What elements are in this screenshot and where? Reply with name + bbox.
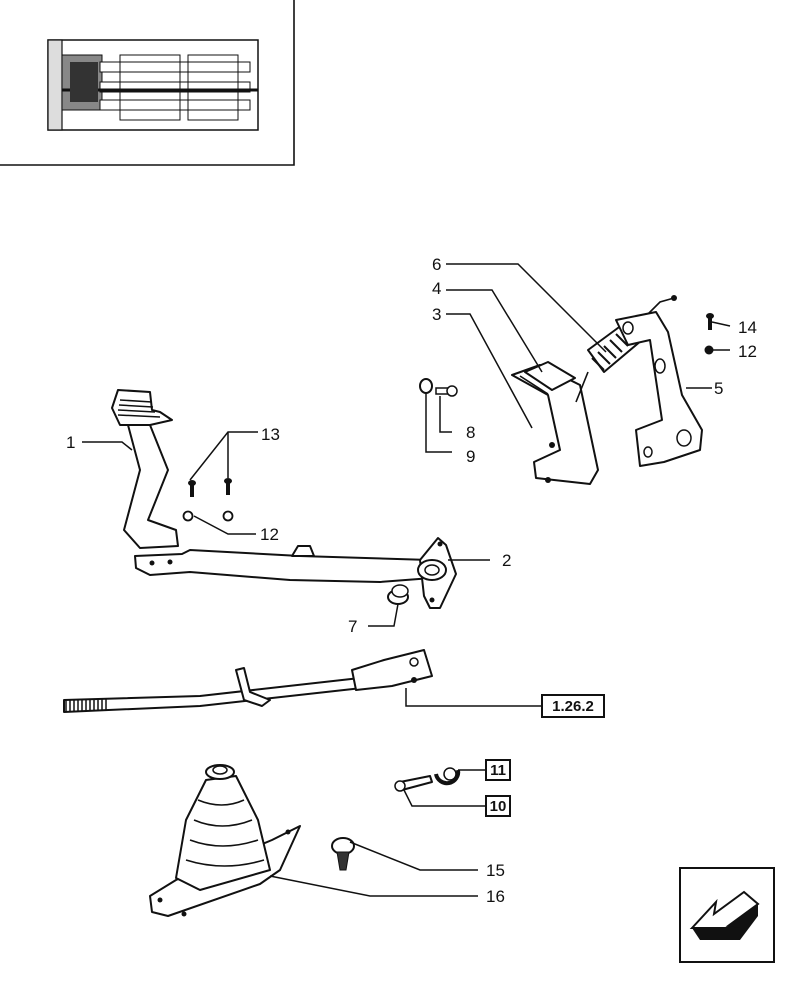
ref-1-26-2[interactable]: 1.26.2 xyxy=(541,694,605,718)
callout-4: 4 xyxy=(432,279,441,298)
callout-15: 15 xyxy=(486,861,505,880)
ref-10[interactable]: 10 xyxy=(485,795,511,817)
clip-parts-10-11 xyxy=(394,767,461,792)
callout-1: 1 xyxy=(66,433,75,452)
callout-7: 7 xyxy=(348,617,357,636)
boxed-reference-labels: 1.26.2 11 10 xyxy=(485,694,605,817)
bolts-part-13 xyxy=(188,478,232,497)
leader-lines xyxy=(82,263,731,897)
boot-part-16 xyxy=(149,764,301,917)
svg-text:10: 10 xyxy=(490,798,507,815)
callout-9: 9 xyxy=(466,447,475,466)
callout-6: 6 xyxy=(432,255,441,274)
nut-part-12-right xyxy=(704,345,714,355)
svg-text:11: 11 xyxy=(490,762,506,779)
screw-part-15 xyxy=(331,837,355,871)
bolt-part-14 xyxy=(706,313,714,330)
callout-5: 5 xyxy=(714,379,723,398)
callout-8: 8 xyxy=(466,423,475,442)
next-page-arrow-icon[interactable] xyxy=(679,867,775,963)
callout-14: 14 xyxy=(738,318,757,337)
callout-3: 3 xyxy=(432,305,441,324)
transmission-overview-thumbnail xyxy=(0,0,295,166)
ref-11[interactable]: 11 xyxy=(485,759,511,781)
cross-shaft-part-2 xyxy=(134,537,457,609)
callout-13: 13 xyxy=(261,425,280,444)
callout-labels: 1 13 12 2 7 8 9 6 4 3 5 14 12 15 16 xyxy=(66,255,757,906)
callout-12-left: 12 xyxy=(260,525,279,544)
pedal-part-1 xyxy=(111,389,179,549)
callout-16: 16 xyxy=(486,887,505,906)
linkage-rod-assembly xyxy=(63,649,433,713)
plate-part-4 xyxy=(524,361,576,391)
mounting-plate-part-5 xyxy=(615,311,703,467)
svg-text:1.26.2: 1.26.2 xyxy=(552,698,594,715)
bushing-part-7 xyxy=(387,584,409,605)
callout-2: 2 xyxy=(502,551,511,570)
callout-12-right: 12 xyxy=(738,342,757,361)
nuts-part-12 xyxy=(182,510,234,522)
